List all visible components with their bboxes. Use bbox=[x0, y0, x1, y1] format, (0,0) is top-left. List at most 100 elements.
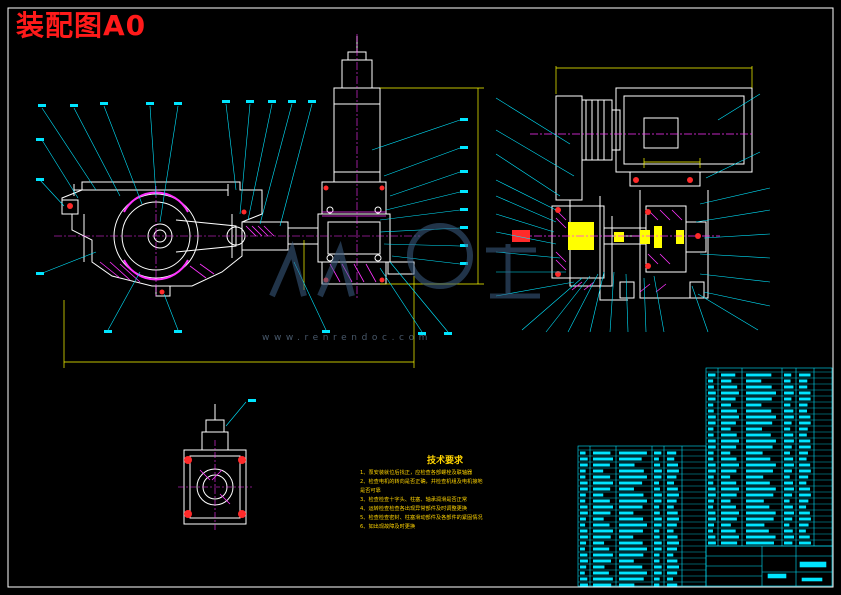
table-cell-text bbox=[708, 481, 714, 485]
table-cell-text bbox=[654, 517, 662, 521]
side-view-bolts bbox=[512, 177, 701, 277]
table-cell-text bbox=[667, 577, 674, 581]
table-cell-text bbox=[746, 457, 771, 461]
table-cell-text bbox=[721, 385, 738, 389]
table-cell-text bbox=[708, 511, 716, 515]
table-cell-text bbox=[708, 373, 716, 377]
table-cell-text bbox=[654, 481, 660, 485]
table-cell-text bbox=[580, 511, 588, 515]
table-cell-text bbox=[746, 445, 773, 449]
table-cell-text bbox=[708, 433, 714, 437]
table-cell-text bbox=[708, 487, 716, 491]
table-cell-text bbox=[667, 481, 675, 485]
technical-requirements: 技术要求 1、泵安装就位后找正，应检查各部螺栓及联轴器 2、检查电机的转向是否正… bbox=[360, 453, 560, 532]
table-cell-text bbox=[654, 463, 661, 467]
table-cell-text bbox=[708, 451, 714, 455]
table-cell-text bbox=[667, 523, 677, 527]
table-cell-text bbox=[746, 493, 774, 497]
table-cell-text bbox=[799, 499, 809, 503]
technical-requirement-line: 1、泵安装就位后找正，应检查各部螺栓及联轴器 bbox=[360, 470, 473, 476]
table-cell-text bbox=[667, 475, 677, 479]
table-cell-text bbox=[667, 583, 678, 587]
main-view-balloons bbox=[36, 100, 468, 335]
table-cell-text bbox=[667, 541, 679, 545]
table-cell-text bbox=[708, 535, 716, 539]
table-cell-text bbox=[784, 499, 790, 503]
main-view-dimensions bbox=[63, 87, 484, 368]
table-cell-text bbox=[784, 445, 792, 449]
table-cell-text bbox=[619, 583, 635, 587]
table-cell-text bbox=[708, 439, 716, 443]
table-cell-text bbox=[746, 397, 772, 401]
table-cell-text bbox=[580, 565, 587, 569]
table-cell-text bbox=[667, 565, 679, 569]
table-cell-text bbox=[619, 559, 634, 563]
table-cell-text bbox=[746, 469, 773, 473]
table-cell-text bbox=[746, 427, 762, 431]
table-cell-text bbox=[654, 475, 662, 479]
table-cell-text bbox=[593, 541, 605, 545]
table-cell-text bbox=[580, 529, 588, 533]
sheet-title: 装配图A0 bbox=[16, 9, 147, 42]
table-cell-text bbox=[746, 379, 762, 383]
table-cell-text bbox=[580, 577, 588, 581]
table-cell-text bbox=[721, 511, 739, 515]
table-cell-text bbox=[580, 523, 586, 527]
table-cell-text bbox=[799, 457, 807, 461]
side-view-hatch bbox=[520, 133, 752, 293]
table-cell-text bbox=[619, 505, 643, 509]
table-cell-text bbox=[721, 391, 739, 395]
table-cell-text bbox=[746, 511, 776, 515]
table-cell-text bbox=[799, 427, 808, 431]
table-cell-text bbox=[654, 511, 660, 515]
table-cell-text bbox=[799, 529, 806, 533]
table-cell-text bbox=[721, 475, 731, 479]
table-cell-text bbox=[654, 547, 662, 551]
table-cell-text bbox=[708, 523, 715, 527]
sheet-border bbox=[7, 7, 834, 588]
table-cell-text bbox=[654, 451, 662, 455]
table-cell-text bbox=[721, 415, 739, 419]
table-cell-text bbox=[593, 493, 604, 497]
table-cell-text bbox=[593, 487, 611, 491]
table-cell-text bbox=[580, 553, 588, 557]
table-cell-text bbox=[619, 535, 634, 539]
table-cell-text bbox=[784, 529, 793, 533]
table-cell-text bbox=[667, 463, 678, 467]
table-cell-text bbox=[580, 499, 586, 503]
table-cell-text bbox=[580, 493, 586, 497]
table-cell-text bbox=[799, 493, 811, 497]
table-cell-text bbox=[721, 409, 737, 413]
table-cell-text bbox=[619, 553, 644, 557]
table-cell-text bbox=[619, 487, 634, 491]
table-cell-text bbox=[799, 505, 807, 509]
table-cell-text bbox=[784, 487, 794, 491]
table-cell-text bbox=[799, 481, 807, 485]
table-cell-text bbox=[799, 403, 808, 407]
table-cell-text bbox=[654, 571, 662, 575]
table-cell-text bbox=[784, 505, 793, 509]
table-cell-text bbox=[593, 457, 613, 461]
table-cell-text bbox=[667, 547, 677, 551]
table-cell-text bbox=[667, 499, 677, 503]
table-cell-text bbox=[667, 517, 679, 521]
table-cell-text bbox=[799, 535, 810, 539]
table-cell-text bbox=[593, 559, 611, 563]
table-cell-text bbox=[784, 481, 794, 485]
table-cell-text bbox=[654, 541, 662, 545]
table-cell-text bbox=[580, 463, 588, 467]
table-cell-text bbox=[746, 499, 764, 503]
table-cell-text bbox=[746, 523, 765, 527]
table-cell-text bbox=[721, 499, 731, 503]
table-cell-text bbox=[784, 475, 790, 479]
table-cell-text bbox=[721, 403, 731, 407]
table-cell-text bbox=[667, 553, 674, 557]
table-cell-text bbox=[593, 475, 611, 479]
table-cell-text bbox=[708, 499, 714, 503]
table-cell-text bbox=[619, 457, 642, 461]
table-cell-text bbox=[619, 481, 643, 485]
table-cell-text bbox=[667, 559, 678, 563]
table-cell-text bbox=[746, 373, 772, 377]
